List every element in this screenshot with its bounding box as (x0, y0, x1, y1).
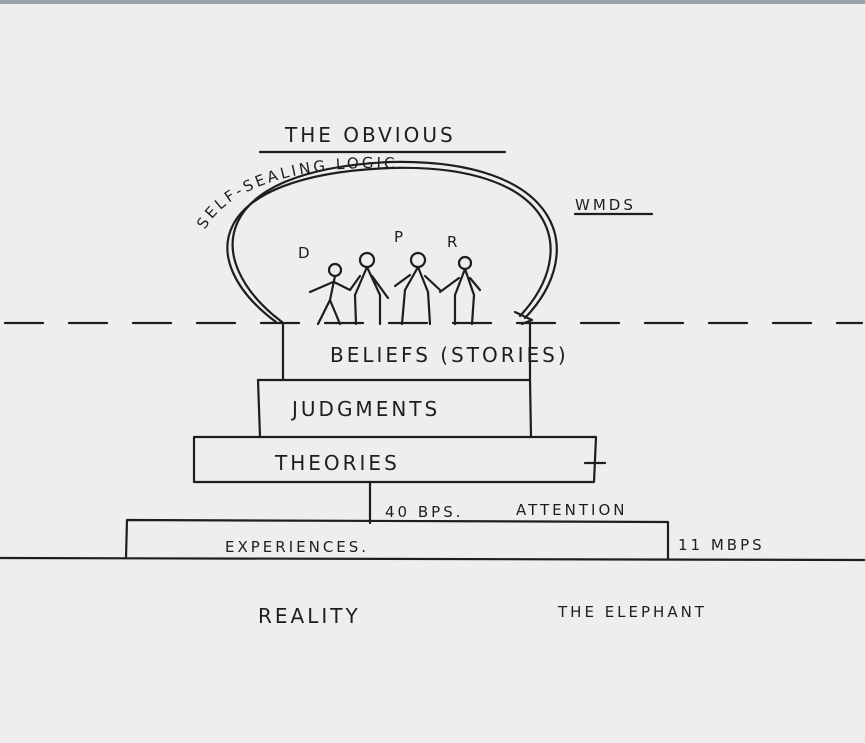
experience-rate: 11 MBPS (678, 536, 765, 554)
top-edge (0, 0, 865, 4)
judgments-label: JUDGMENTS (290, 397, 440, 421)
title-the-obvious: THE OBVIOUS (284, 123, 456, 147)
theories-box (192, 435, 598, 484)
arc-label-self-sealing-logic: SELF-SEALING LOGIC. (193, 154, 406, 232)
beliefs-label: BELIEFS (STORIES) (330, 343, 569, 367)
figure-label-r: R (447, 233, 460, 251)
theories-label: THEORIES (274, 451, 400, 475)
ground-line (0, 556, 865, 562)
self-sealing-loop-inner (226, 166, 552, 324)
wmds-note: WMDS (575, 196, 636, 214)
reality-label: REALITY (258, 604, 361, 628)
self-sealing-loop (231, 160, 558, 324)
judgments-box (256, 378, 533, 439)
figure-label-d: D (298, 244, 313, 262)
attention-rate: 40 BPS. (385, 503, 463, 521)
stick-figures (308, 251, 482, 326)
loop-arrowhead (513, 310, 534, 326)
attention-label: ATTENTION (516, 501, 627, 519)
experiences-label: EXPERIENCES. (225, 538, 369, 556)
experiences-box (124, 518, 670, 560)
figure-label-p: P (394, 228, 406, 246)
elephant-label: THE ELEPHANT (557, 603, 707, 621)
